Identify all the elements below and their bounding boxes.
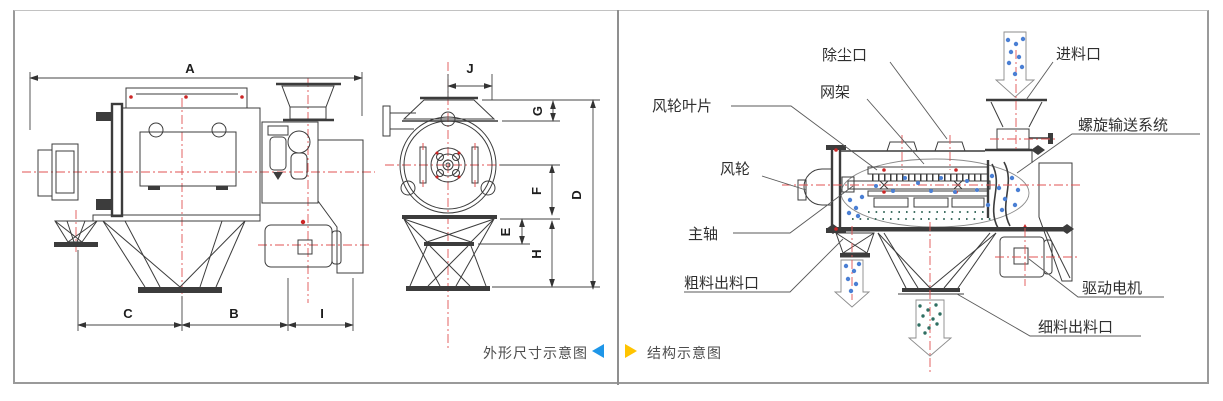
outer-frame bbox=[13, 10, 1209, 384]
label-main-shaft: 主轴 bbox=[688, 226, 718, 243]
dim-label-e: E bbox=[498, 227, 513, 236]
label-impeller: 风轮 bbox=[720, 161, 750, 178]
right-caption: 结构示意图 bbox=[647, 345, 722, 361]
label-drive-motor: 驱动电机 bbox=[1082, 280, 1142, 297]
dim-label-c: C bbox=[123, 306, 133, 321]
side-view-dimensions: A C B I bbox=[29, 61, 363, 331]
left-caption: 外形尺寸示意图 bbox=[483, 345, 588, 361]
next-arrow-icon[interactable] bbox=[625, 344, 637, 358]
prev-arrow-icon[interactable] bbox=[592, 344, 604, 358]
centerlines-side-view bbox=[22, 78, 375, 303]
front-view bbox=[382, 96, 498, 291]
dim-label-j: J bbox=[466, 61, 473, 76]
label-coarse-outlet: 粗料出料口 bbox=[684, 275, 759, 292]
particles bbox=[843, 36, 1026, 335]
label-feed-inlet: 进料口 bbox=[1056, 46, 1101, 63]
machine-body bbox=[797, 31, 1074, 357]
cutaway-bubble bbox=[840, 158, 1030, 228]
centerlines-front-view bbox=[385, 62, 535, 348]
dimension-diagram: A C B I bbox=[22, 61, 600, 348]
leader-lines bbox=[684, 61, 1200, 337]
label-dust-port: 除尘口 bbox=[822, 47, 867, 64]
label-screw-conveyor: 螺旋输送系统 bbox=[1078, 117, 1168, 134]
label-mesh-frame: 网架 bbox=[820, 84, 850, 101]
dim-label-g: G bbox=[530, 106, 545, 116]
panel-divider bbox=[617, 10, 619, 385]
part-labels: 除尘口 网架 进料口 风轮叶片 螺旋输送系统 风轮 主轴 粗料出料口 驱动电机 … bbox=[652, 46, 1168, 336]
dim-label-i: I bbox=[320, 306, 324, 321]
label-impeller-blade: 风轮叶片 bbox=[652, 98, 712, 115]
dim-label-d: D bbox=[569, 190, 584, 199]
dim-label-b: B bbox=[229, 306, 238, 321]
front-view-dimensions: J G F E H D bbox=[447, 61, 600, 290]
label-fine-outlet: 细料出料口 bbox=[1038, 319, 1113, 336]
side-view bbox=[37, 82, 364, 293]
dim-label-f: F bbox=[529, 187, 544, 195]
structure-diagram: 除尘口 网架 进料口 风轮叶片 螺旋输送系统 风轮 主轴 粗料出料口 驱动电机 … bbox=[652, 31, 1200, 372]
dim-label-a: A bbox=[185, 61, 195, 76]
dim-label-h: H bbox=[529, 249, 544, 258]
